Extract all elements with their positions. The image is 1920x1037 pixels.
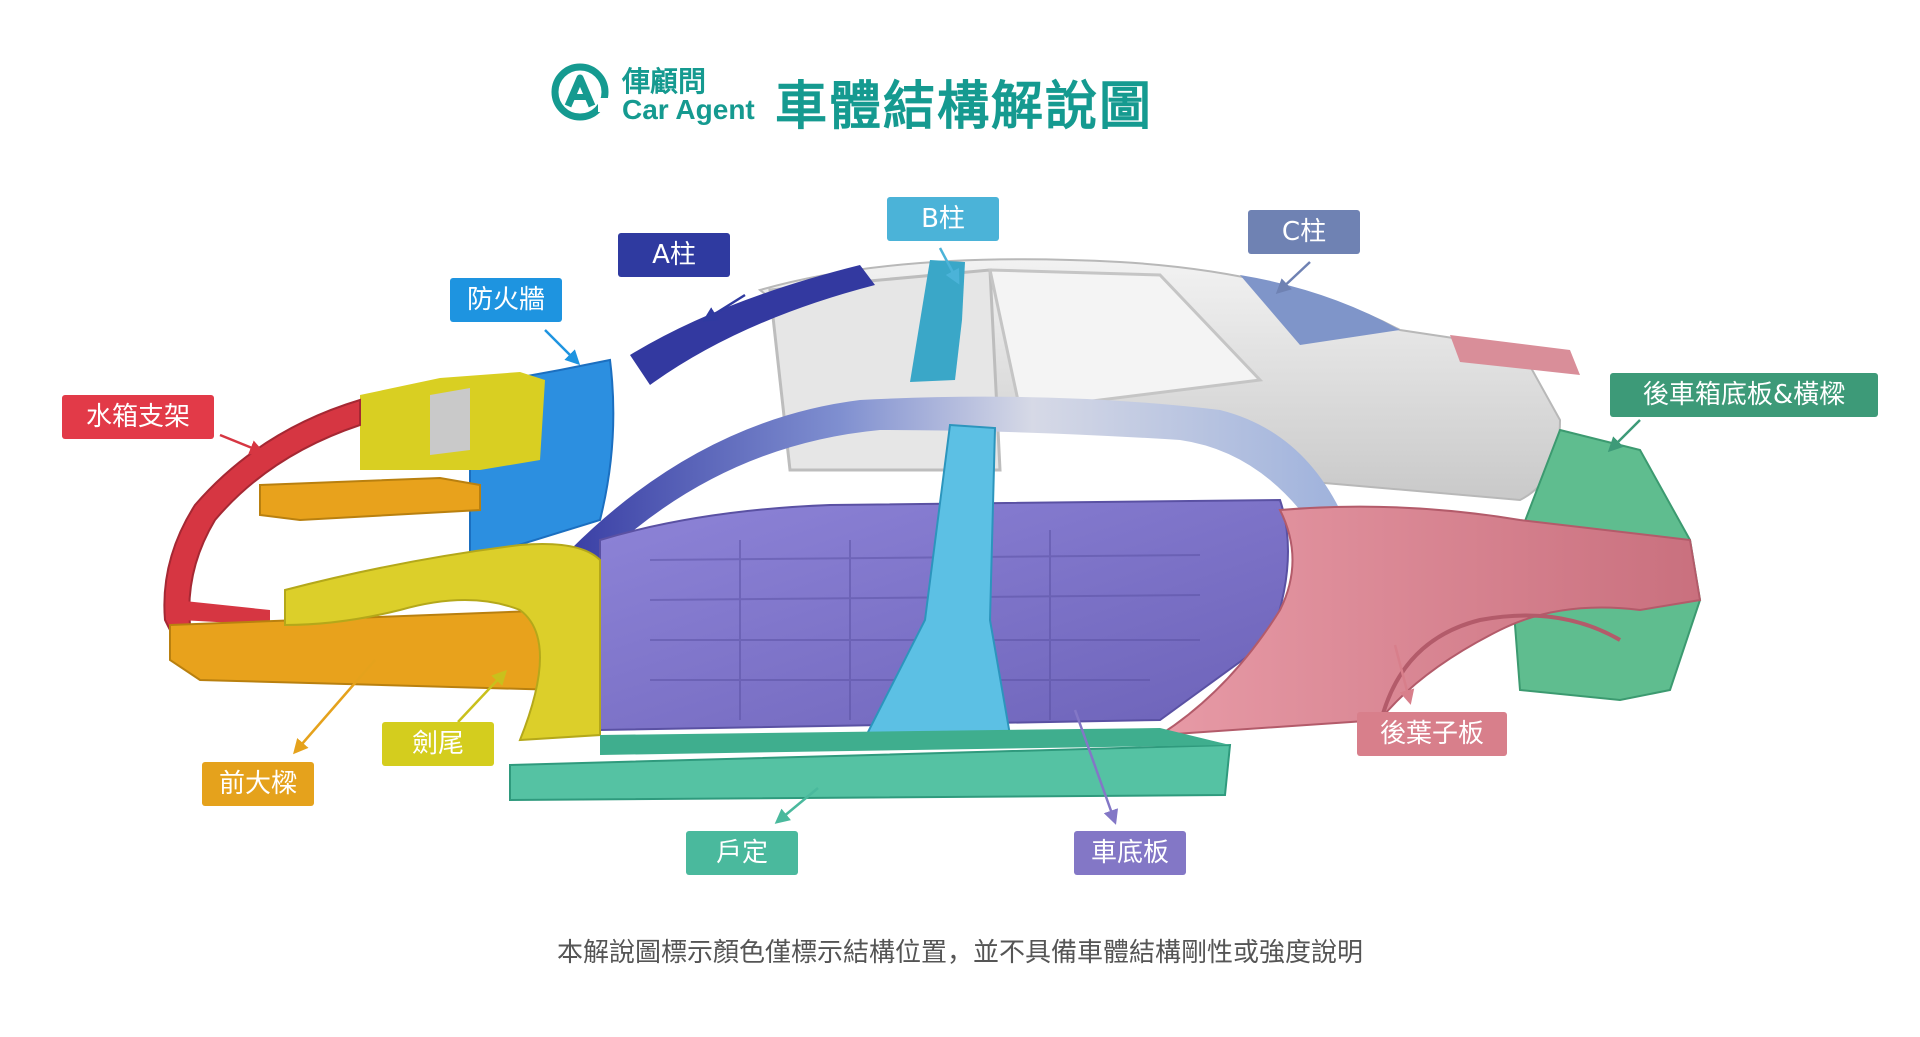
arrow-radiator-support bbox=[219, 433, 265, 455]
label-trunk-floor: 後車箱底板&橫樑 bbox=[1610, 373, 1878, 417]
fender-apron bbox=[284, 543, 601, 742]
leader-arrows bbox=[219, 247, 1641, 825]
label-front-rail: 前大樑 bbox=[202, 762, 314, 806]
rear-door-opening bbox=[988, 268, 1264, 412]
arrow-c-pillar bbox=[1275, 261, 1311, 295]
arrow-quarter-panel bbox=[1393, 644, 1415, 705]
b-pillar-upper bbox=[910, 260, 965, 382]
shock-tower-inner bbox=[430, 388, 470, 455]
sill-top bbox=[600, 728, 1230, 755]
page-title: 車體結構解說圖 bbox=[775, 77, 1154, 137]
label-sill: 戶定 bbox=[686, 831, 798, 875]
arrow-sill bbox=[774, 787, 819, 824]
arrow-a-pillar bbox=[702, 293, 746, 322]
label-firewall: 防火牆 bbox=[450, 278, 562, 322]
quarter-panel bbox=[1159, 505, 1702, 736]
rear-shelf-pink bbox=[1450, 335, 1580, 375]
arrow-fender-apron bbox=[457, 669, 508, 723]
brand-name-english: Car Agent bbox=[622, 94, 755, 125]
arrow-trunk-floor bbox=[1607, 419, 1641, 453]
a-pillar bbox=[630, 265, 875, 385]
front-upper-rail bbox=[259, 476, 481, 522]
sill-rocker bbox=[509, 743, 1232, 802]
arrow-floor-pan bbox=[1073, 709, 1119, 825]
front-rail bbox=[169, 608, 592, 692]
footnote: 本解說圖標示顏色僅標示結構位置，並不具備車體結構剛性或強度說明 bbox=[556, 938, 1363, 968]
label-c-pillar: C柱 bbox=[1248, 210, 1360, 254]
label-floor-pan: 車底板 bbox=[1074, 831, 1186, 875]
arrow-firewall bbox=[544, 329, 581, 366]
label-a-pillar: A柱 bbox=[618, 233, 730, 277]
roof-rail-outer bbox=[570, 396, 1340, 560]
radiator-lower-bar bbox=[175, 600, 270, 625]
label-fender-apron: 劍尾 bbox=[382, 722, 494, 766]
rear-wheel-arch bbox=[1378, 613, 1622, 726]
label-quarter-panel: 後葉子板 bbox=[1357, 712, 1507, 756]
label-radiator-support: 水箱支架 bbox=[62, 395, 214, 439]
car-agent-logo-icon bbox=[551, 63, 609, 121]
label-b-pillar: B柱 bbox=[887, 197, 999, 241]
arrow-b-pillar bbox=[938, 247, 960, 285]
arrow-front-rail bbox=[293, 659, 376, 755]
brand-name-chinese: 俥顧問 bbox=[622, 65, 707, 98]
